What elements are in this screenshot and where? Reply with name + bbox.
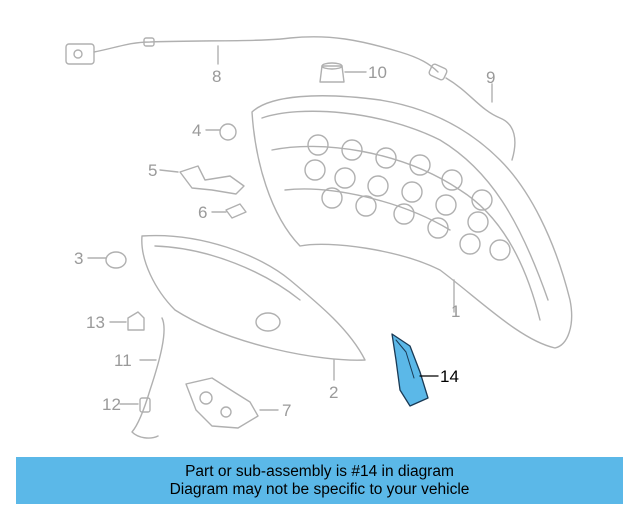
part-12-grommet — [119, 397, 151, 413]
callout-1: 1 — [451, 302, 460, 321]
callout-2: 2 — [329, 383, 338, 402]
banner-line-2: Diagram may not be specific to your vehi… — [169, 480, 470, 498]
callout-14: 14 — [440, 367, 459, 386]
banner-line-1: Part or sub-assembly is #14 in diagram — [185, 462, 454, 480]
callout-12: 12 — [102, 395, 121, 414]
callout-11: 11 — [114, 351, 132, 370]
parts-diagram: 1 2 3 4 5 6 7 8 9 10 11 12 13 14 — [65, 36, 573, 439]
info-banner: Part or sub-assembly is #14 in diagram D… — [16, 457, 623, 504]
callout-6: 6 — [198, 203, 207, 222]
callout-3: 3 — [74, 249, 83, 268]
callout-9: 9 — [486, 68, 495, 87]
part-2-insulator — [141, 234, 366, 381]
part-9-cable-end — [428, 63, 516, 161]
part-6-clip — [211, 203, 247, 219]
part-5-bracket — [159, 165, 245, 195]
part-13-clip — [109, 311, 145, 331]
part-7-latch — [185, 377, 279, 429]
part-3-cap — [87, 251, 127, 269]
part-11-prop-rod — [131, 317, 165, 439]
hood-inner-holes — [304, 134, 511, 261]
part-14-seal — [391, 333, 439, 407]
callout-4: 4 — [192, 121, 201, 140]
callout-7: 7 — [282, 401, 291, 420]
callout-5: 5 — [148, 161, 157, 180]
callout-8: 8 — [212, 67, 221, 86]
callout-13: 13 — [86, 313, 105, 332]
callout-10: 10 — [368, 63, 387, 82]
part-4-grommet — [205, 123, 237, 141]
part-8-release-cable — [65, 36, 439, 73]
part-1-hood-panel — [251, 95, 573, 349]
part-10-bumper — [319, 62, 367, 83]
